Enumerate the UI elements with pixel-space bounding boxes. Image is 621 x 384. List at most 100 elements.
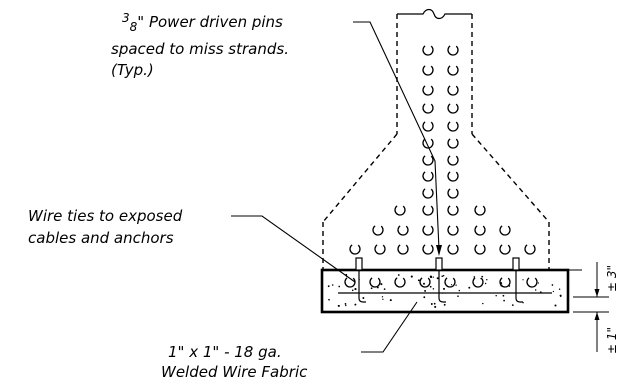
stipple-dot bbox=[443, 303, 446, 306]
strand-circle bbox=[526, 277, 538, 288]
pins-label-text: " Power driven pins bbox=[137, 13, 283, 31]
stipple-dot bbox=[424, 289, 427, 292]
strand-circle bbox=[422, 244, 434, 255]
ties-label-line-1: Wire ties to exposed bbox=[28, 207, 183, 225]
strand-circle bbox=[394, 277, 406, 288]
stipple-dot bbox=[436, 277, 439, 280]
stipple-dot bbox=[430, 303, 433, 305]
pins-label-line-2: spaced to miss strands. bbox=[111, 40, 289, 58]
dimension-lines bbox=[553, 262, 609, 352]
stipple-dot bbox=[429, 285, 432, 288]
strand-circle bbox=[369, 277, 381, 288]
stipple-dot bbox=[537, 282, 540, 284]
strand-circle bbox=[444, 277, 456, 288]
strand-circle bbox=[422, 171, 434, 182]
concrete-encasement bbox=[320, 268, 570, 314]
stipple-dot bbox=[486, 279, 488, 281]
strand-circle bbox=[422, 205, 434, 216]
stipple-dot bbox=[380, 283, 383, 286]
stipple-dot bbox=[423, 282, 425, 285]
stipple-dot bbox=[432, 288, 435, 290]
strand-circle bbox=[374, 244, 386, 255]
dim-arrow-bottom bbox=[594, 312, 600, 320]
stipple-dot bbox=[473, 276, 476, 278]
stipple-dot bbox=[417, 279, 420, 282]
stipple-dot bbox=[354, 303, 357, 306]
stipple-dot bbox=[389, 299, 392, 302]
stipple-dot bbox=[560, 295, 562, 298]
strand-circle bbox=[422, 138, 434, 149]
strand-circle bbox=[447, 121, 459, 132]
strand-circle bbox=[474, 244, 486, 255]
stipple-dot bbox=[351, 289, 354, 292]
stipple-dot bbox=[480, 277, 482, 280]
stipple-dot bbox=[362, 297, 365, 299]
strand-circle bbox=[474, 205, 486, 216]
stipple-dot bbox=[423, 296, 426, 299]
strand-circle bbox=[372, 225, 384, 236]
stipple-dot bbox=[484, 282, 487, 285]
strand-circle bbox=[419, 277, 431, 288]
stipple-dot bbox=[499, 282, 503, 285]
stipple-dot bbox=[383, 288, 386, 290]
strand-circle bbox=[397, 225, 409, 236]
strand-circle bbox=[447, 225, 459, 236]
strand-circle bbox=[422, 225, 434, 236]
strand-circle bbox=[447, 155, 459, 166]
strand-circle bbox=[422, 121, 434, 132]
stipple-dot bbox=[482, 302, 484, 305]
strand-circle bbox=[447, 103, 459, 114]
stipple-dot bbox=[552, 290, 555, 293]
strand-circle bbox=[422, 85, 434, 96]
stipple-dot bbox=[502, 294, 505, 297]
pins-label-line-3: (Typ.) bbox=[111, 61, 154, 79]
stipple-dot bbox=[455, 284, 457, 286]
stipple-dot bbox=[433, 302, 436, 305]
strand-circle bbox=[397, 244, 409, 255]
stipple-dot bbox=[458, 289, 460, 292]
strand-circle bbox=[422, 45, 434, 56]
break-line-symbol bbox=[397, 8, 472, 20]
flange-right-slope bbox=[471, 133, 550, 223]
stipple-dot bbox=[337, 304, 340, 307]
fraction-denominator: 8 bbox=[130, 20, 138, 34]
ties-leader bbox=[231, 215, 356, 283]
fabric-label-line-1: 1" x 1" - 18 ga. bbox=[168, 343, 282, 361]
stipple-dot bbox=[432, 276, 434, 278]
pin-right bbox=[512, 257, 523, 303]
pin-center bbox=[435, 257, 446, 303]
concrete-stipple bbox=[327, 273, 562, 308]
strand-circle bbox=[447, 188, 459, 199]
stipple-dot bbox=[338, 285, 341, 288]
stipple-dot bbox=[457, 295, 459, 298]
stipple-dot bbox=[344, 303, 347, 305]
strand-circle bbox=[474, 225, 486, 236]
strand-circle bbox=[472, 277, 484, 288]
stipple-dot bbox=[397, 274, 400, 276]
stipple-dot bbox=[534, 289, 537, 291]
stipple-dot bbox=[551, 284, 554, 286]
strand-circle bbox=[344, 277, 356, 288]
strand-circle bbox=[447, 171, 459, 182]
stipple-dot bbox=[441, 275, 443, 277]
strand-circle bbox=[422, 65, 434, 76]
beam-outline bbox=[322, 14, 550, 270]
stipple-dot bbox=[327, 285, 330, 288]
annotation-labels: 38" Power driven pins spaced to miss str… bbox=[28, 11, 619, 381]
fraction-numerator: 3 bbox=[122, 11, 130, 25]
strand-circle bbox=[499, 244, 511, 255]
stipple-dot bbox=[370, 287, 373, 290]
ties-label-line-2: cables and anchors bbox=[28, 229, 174, 247]
stipple-dot bbox=[442, 275, 445, 277]
prestress-strands bbox=[344, 45, 538, 288]
pins-label-line-1: 38" Power driven pins bbox=[122, 11, 283, 34]
dim-label-bottom: ± 1" bbox=[605, 327, 619, 354]
leader-lines bbox=[231, 21, 440, 353]
strand-circle bbox=[447, 45, 459, 56]
stipple-dot bbox=[450, 284, 453, 286]
strand-circle bbox=[447, 65, 459, 76]
stipple-dot bbox=[511, 304, 514, 306]
strand-circle bbox=[447, 138, 459, 149]
